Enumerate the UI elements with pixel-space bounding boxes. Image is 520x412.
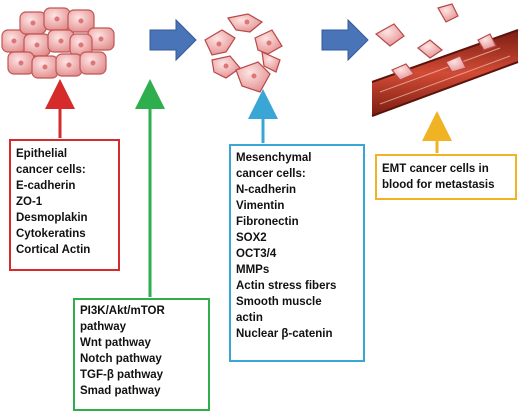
box-line: blood for metastasis	[382, 179, 495, 191]
box-line: Desmoplakin	[16, 212, 88, 224]
box-line: Cytokeratins	[16, 228, 86, 240]
box-line: Nuclear β-catenin	[236, 328, 333, 340]
emt-blood-box: EMT cancer cells in blood for metastasis	[375, 154, 517, 200]
blood-vessel-with-cells-icon	[371, 3, 519, 117]
box-line: cancer cells:	[236, 168, 306, 180]
box-line: Vimentin	[236, 200, 285, 212]
box-line: TGF-β pathway	[80, 369, 164, 381]
box-line: PI3K/Akt/mTOR	[80, 305, 165, 317]
box-line: EMT cancer cells in	[382, 163, 489, 175]
box-line: MMPs	[236, 264, 270, 276]
box-line: actin	[236, 312, 263, 324]
box-line: Epithelial	[16, 148, 68, 160]
box-line: pathway	[80, 321, 127, 333]
box-line: OCT3/4	[236, 248, 277, 260]
box-line: Fibronectin	[236, 216, 299, 228]
box-line: ZO-1	[16, 196, 43, 208]
process-arrow-icon	[321, 18, 369, 62]
box-line: Actin stress fibers	[236, 280, 337, 292]
box-line: Smad pathway	[80, 385, 161, 397]
process-arrow-icon	[149, 18, 197, 62]
box-line: Notch pathway	[80, 353, 162, 365]
box-line: Wnt pathway	[80, 337, 151, 349]
box-line: SOX2	[236, 232, 267, 244]
mesenchymal-cells-icon	[204, 13, 283, 93]
box-line: N-cadherin	[236, 184, 297, 196]
mesenchymal-markers-box: Mesenchymal cancer cells: N-cadherin Vim…	[229, 144, 365, 362]
box-line: Mesenchymal	[236, 152, 312, 164]
box-line: cancer cells:	[16, 164, 86, 176]
box-line: Cortical Actin	[16, 244, 91, 256]
signaling-pathways-box: PI3K/Akt/mTOR pathway Wnt pathway Notch …	[73, 298, 210, 411]
epithelial-cell-sheet-icon	[1, 7, 115, 79]
epithelial-markers-box: Epithelial cancer cells: E-cadherin ZO-1…	[9, 139, 120, 271]
box-line: E-cadherin	[16, 180, 76, 192]
box-line: Smooth muscle	[236, 296, 322, 308]
